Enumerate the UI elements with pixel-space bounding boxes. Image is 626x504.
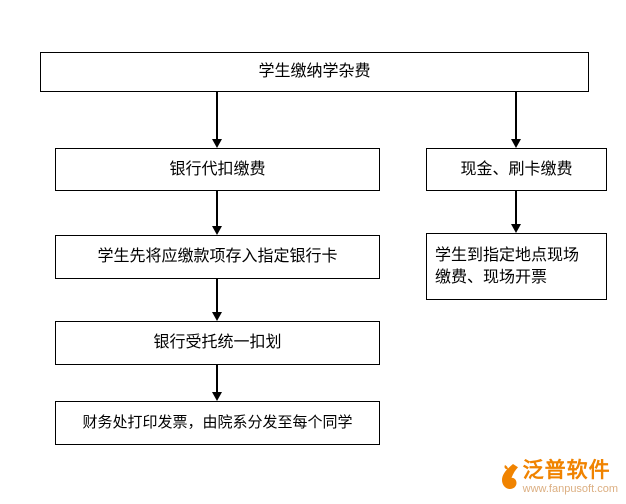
arrow-head-icon <box>212 312 222 321</box>
arrow-head-icon <box>511 139 521 148</box>
watermark-url: www.fanpusoft.com <box>522 483 618 496</box>
flow-node-onsite-pay-text: 学生到指定地点现场 缴费、现场开票 <box>435 245 579 288</box>
arrow-line <box>216 191 218 226</box>
onsite-pay-line2: 缴费、现场开票 <box>435 268 548 286</box>
arrow-line <box>216 92 218 139</box>
flow-node-bank-withhold: 银行代扣缴费 <box>55 148 380 191</box>
arrow-head-icon <box>511 224 521 233</box>
arrow-left-1 <box>212 191 222 235</box>
watermark: 泛普软件 www.fanpusoft.com <box>499 459 618 496</box>
arrow-right-1 <box>511 191 521 233</box>
flow-node-print-invoice: 财务处打印发票，由院系分发至每个同学 <box>55 401 380 445</box>
onsite-pay-line1: 学生到指定地点现场 <box>435 246 580 264</box>
arrow-left-2 <box>212 279 222 321</box>
flow-node-deposit-card: 学生先将应缴款项存入指定银行卡 <box>55 235 380 279</box>
flow-node-bank-deduct: 银行受托统一扣划 <box>55 321 380 365</box>
watermark-brand: 泛普软件 <box>522 459 611 482</box>
arrow-head-icon <box>212 226 222 235</box>
arrow-top-to-right <box>511 92 521 148</box>
arrow-line <box>515 191 517 224</box>
arrow-line <box>515 92 517 139</box>
arrow-line <box>216 279 218 312</box>
flow-node-top: 学生缴纳学杂费 <box>40 52 589 92</box>
arrow-head-icon <box>212 139 222 148</box>
arrow-line <box>216 365 218 392</box>
flow-node-cash-card: 现金、刷卡缴费 <box>426 148 607 191</box>
arrow-head-icon <box>212 392 222 401</box>
fanpu-logo-icon <box>499 463 519 496</box>
flow-node-onsite-pay: 学生到指定地点现场 缴费、现场开票 <box>426 233 607 300</box>
watermark-text: 泛普软件 www.fanpusoft.com <box>522 459 618 496</box>
arrow-top-to-left <box>212 92 222 148</box>
arrow-left-3 <box>212 365 222 401</box>
